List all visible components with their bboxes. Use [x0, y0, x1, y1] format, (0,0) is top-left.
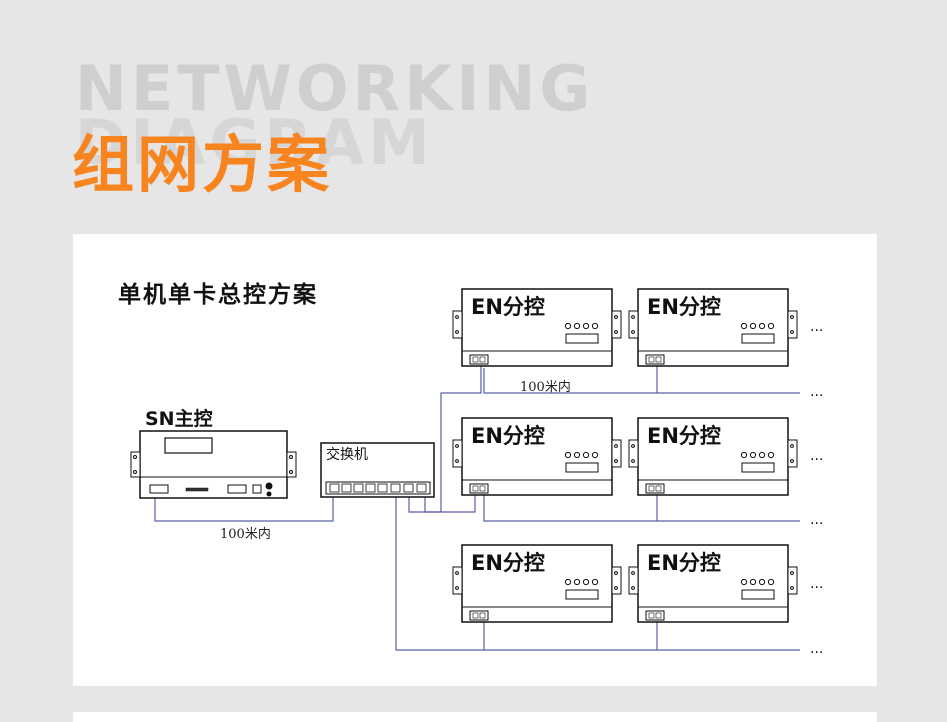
en-label-r1c2: EN分控	[647, 295, 721, 319]
ellipsis-r3-box: ...	[810, 576, 823, 592]
en-label-r1c1: EN分控	[471, 295, 545, 319]
cable-row2-chain	[483, 493, 800, 522]
cable-switch-row1	[424, 363, 482, 513]
en-label-r2c1: EN分控	[471, 424, 545, 448]
ellipsis-r3-line: ...	[810, 641, 823, 657]
cable-sn-switch	[154, 492, 334, 522]
scheme-title: 单机单卡总控方案	[118, 282, 318, 308]
cables	[154, 363, 800, 651]
ellipsis-r1-box: ...	[810, 319, 823, 335]
next-panel	[73, 712, 877, 722]
ellipsis-r1-line: ...	[810, 384, 823, 400]
sn-controller	[130, 430, 297, 499]
en-label-r2c2: EN分控	[647, 424, 721, 448]
cable-switch-row3	[395, 492, 800, 651]
en-label-r3c1: EN分控	[471, 551, 545, 575]
distance-label-bottom: 100米内	[220, 526, 271, 542]
ellipsis-r2-line: ...	[810, 512, 823, 528]
sn-controller-label: SN主控	[145, 407, 213, 430]
watermark-line1: NETWORKING	[75, 52, 595, 125]
distance-label-top: 100米内	[520, 379, 571, 395]
cable-row1-chain	[483, 368, 800, 394]
en-label-r3c2: EN分控	[647, 551, 721, 575]
cable-switch-row2	[408, 492, 476, 513]
network-switch	[320, 442, 435, 498]
watermark-line2: DIAGRAM	[75, 106, 434, 179]
page-title: 组网方案	[72, 128, 333, 201]
switch-label: 交换机	[326, 446, 368, 463]
ellipsis-r2-box: ...	[810, 448, 823, 464]
